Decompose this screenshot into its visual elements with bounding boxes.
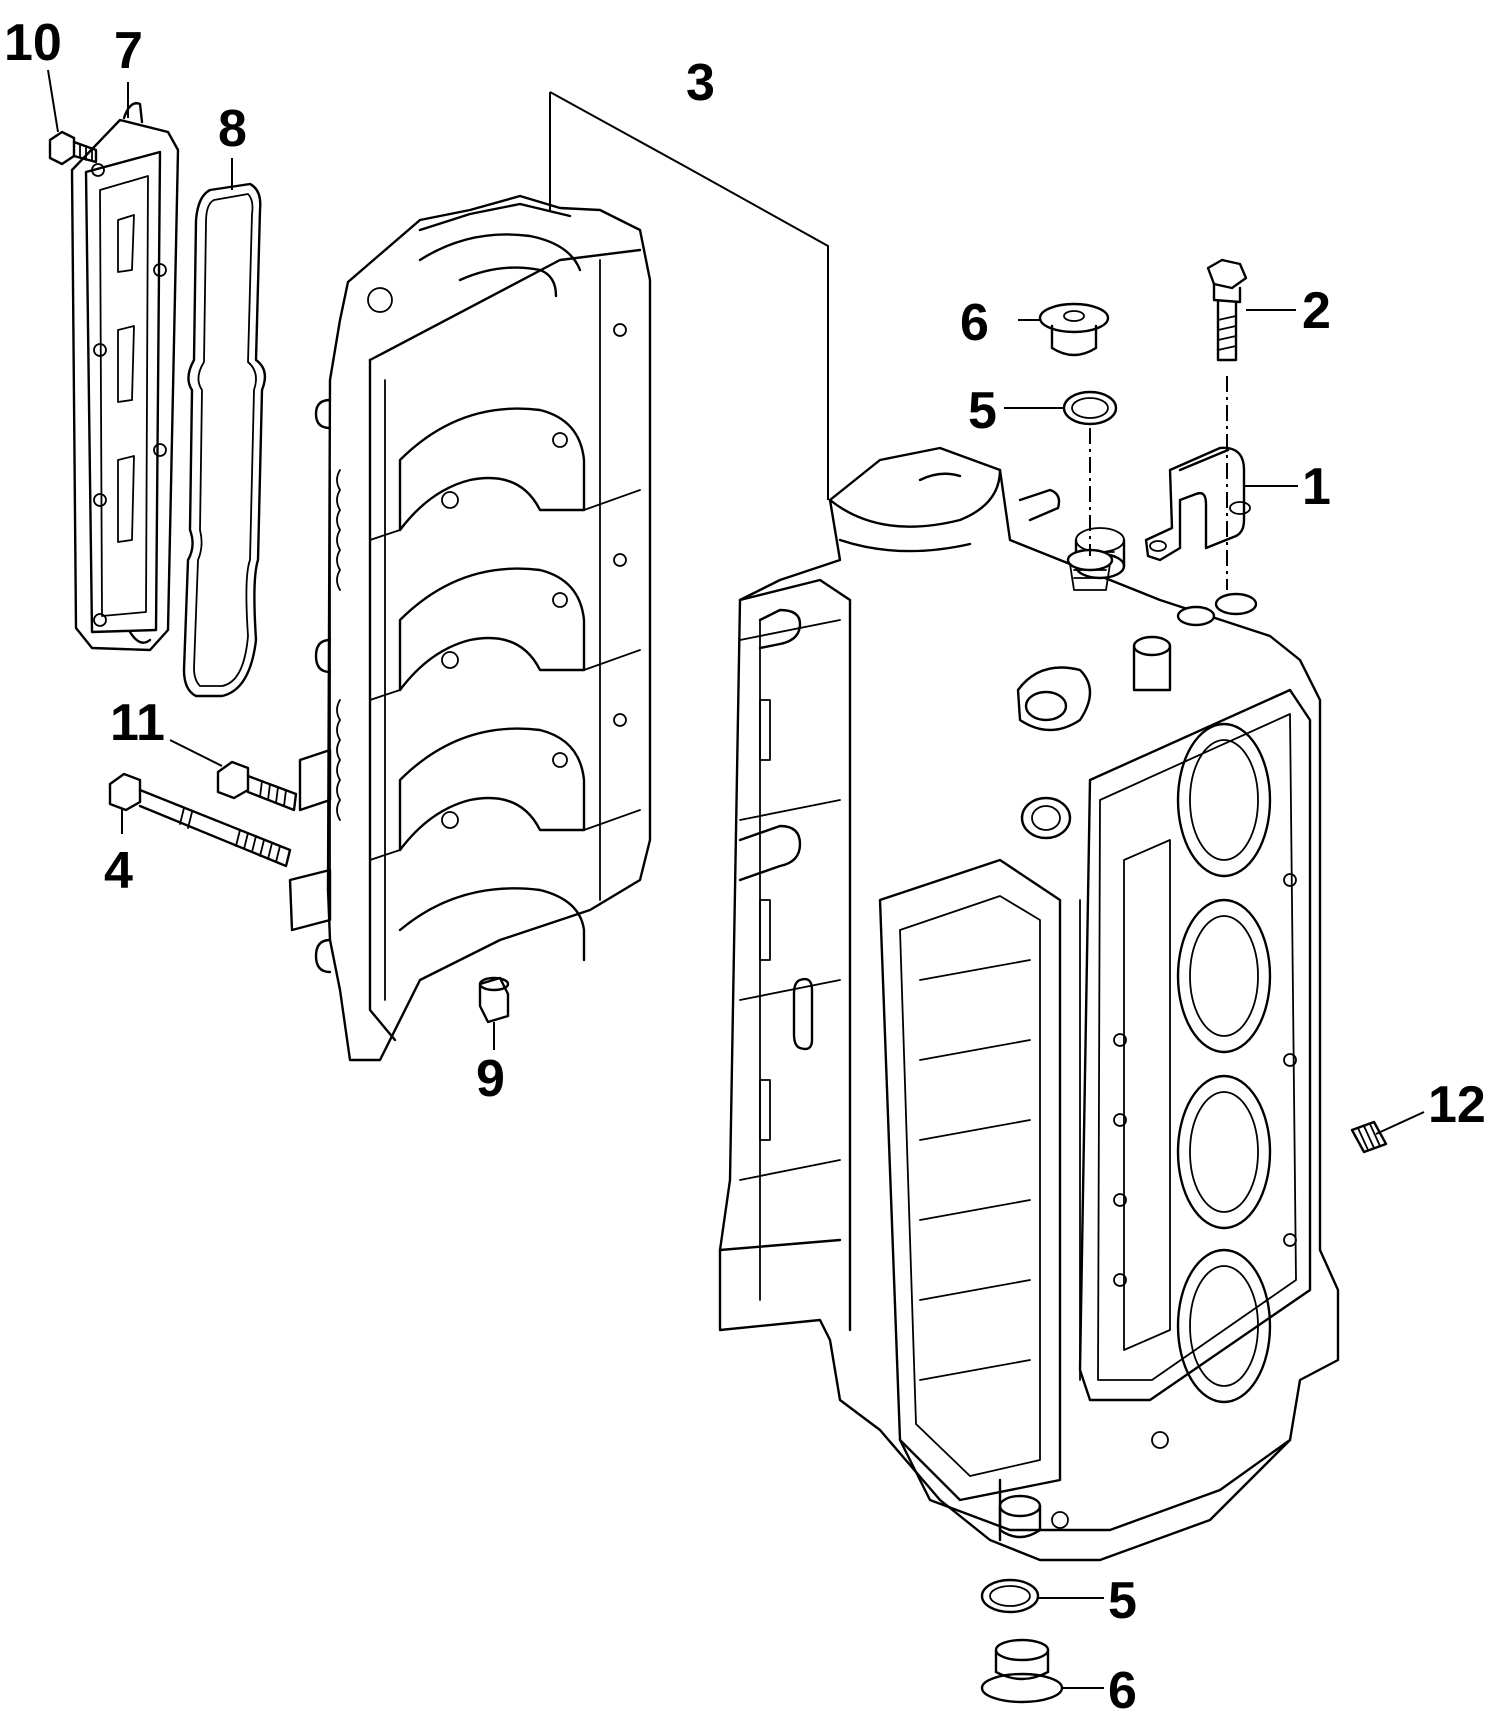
callout-12: 12 (1428, 1076, 1486, 1134)
part-7-cover-plate[interactable] (70, 102, 180, 652)
callout-3: 3 (686, 54, 715, 112)
part-5-washer-bottom[interactable] (980, 1578, 1040, 1614)
part-2-bolt[interactable] (1206, 258, 1248, 362)
part-10-bolt[interactable] (48, 130, 98, 166)
leader-lines (47, 69, 1425, 1689)
callout-5-bottom: 5 (1108, 1572, 1137, 1630)
part-11-bolt[interactable] (216, 760, 298, 812)
part-9-dowel-pin[interactable] (478, 976, 510, 1024)
callout-11: 11 (110, 694, 165, 752)
callout-10: 10 (4, 14, 62, 72)
callout-6-top: 6 (960, 294, 989, 352)
callout-4: 4 (104, 842, 133, 900)
cylinder-block (718, 446, 1340, 1562)
part-4-long-bolt[interactable] (108, 772, 292, 868)
part-6-plug-top[interactable] (1038, 302, 1110, 357)
callout-8: 8 (218, 100, 247, 158)
callout-9: 9 (476, 1050, 505, 1108)
part-1-clamp[interactable] (1144, 446, 1251, 562)
part-8-gasket[interactable] (182, 182, 267, 698)
callout-5-top: 5 (968, 382, 997, 440)
part-6-plug-bottom[interactable] (980, 1638, 1064, 1704)
part-12-plug-screw[interactable] (1350, 1120, 1388, 1154)
callout-1: 1 (1302, 458, 1331, 516)
callout-6-bottom: 6 (1108, 1662, 1137, 1720)
callout-2: 2 (1302, 282, 1331, 340)
part-3-crankcase-half[interactable] (288, 194, 652, 1062)
part-5-washer-top[interactable] (1062, 390, 1118, 426)
callout-labels: 1 2 3 4 5 5 6 6 7 8 9 10 11 12 (4, 14, 1486, 1720)
callout-7: 7 (114, 22, 143, 80)
